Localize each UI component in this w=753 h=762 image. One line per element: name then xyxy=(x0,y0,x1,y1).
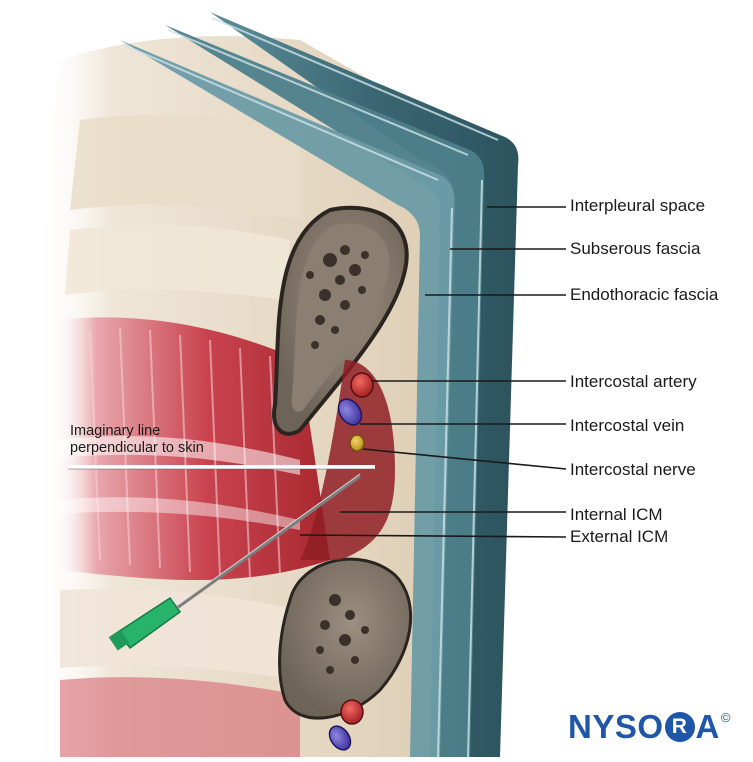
logo-text-a: A xyxy=(695,708,720,745)
fascia-layer-middle xyxy=(165,25,485,757)
lower-rib-marrow xyxy=(316,594,369,674)
logo-text-nyso: NYSO xyxy=(568,708,664,745)
logo-copyright: © xyxy=(720,710,731,725)
nysora-logo: NYSO R A © xyxy=(568,708,731,746)
lower-rib xyxy=(278,557,413,720)
intercostal-vein-vessel xyxy=(337,398,363,426)
label-external-icm: External ICM xyxy=(570,527,669,546)
fascia-layer-inner xyxy=(120,40,455,757)
upper-rib-marrow xyxy=(306,245,369,349)
label-intercostal-artery: Intercostal artery xyxy=(570,372,697,391)
leader-lines xyxy=(299,206,567,538)
intercostal-artery-vessel xyxy=(350,372,374,398)
label-subserous-fascia: Subserous fascia xyxy=(570,239,701,258)
label-interpleural-space: Interpleural space xyxy=(570,196,706,215)
intercostal-nerve-structure xyxy=(349,434,365,452)
label-intercostal-vein: Intercostal vein xyxy=(570,416,685,435)
subcutaneous-band-upper xyxy=(70,114,300,220)
label-internal-icm: Internal ICM xyxy=(570,505,663,524)
upper-rib xyxy=(272,205,409,436)
needle xyxy=(108,473,362,651)
label-intercostal-nerve: Intercostal nerve xyxy=(570,460,696,479)
logo-r-circle: R xyxy=(664,712,695,742)
label-perpendicular-to-skin: perpendicular to skin xyxy=(70,440,204,456)
label-imaginary-line: Imaginary line xyxy=(70,423,161,439)
label-endothoracic-fascia: Endothoracic fascia xyxy=(570,285,719,304)
